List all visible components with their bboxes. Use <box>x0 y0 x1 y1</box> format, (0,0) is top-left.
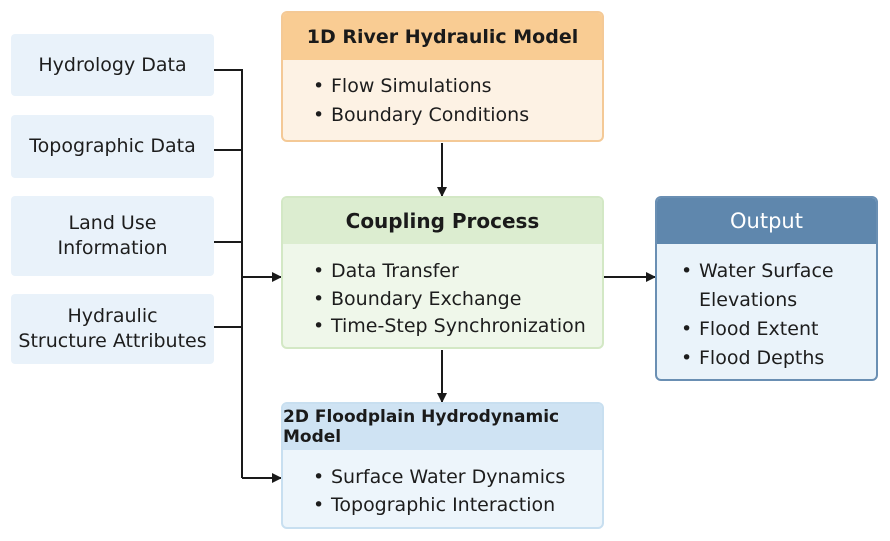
hydraulic-model-title: 1D River Hydraulic Model <box>283 13 602 60</box>
coupling-process-title: Coupling Process <box>283 198 602 244</box>
list-item: Data Transfer <box>313 258 602 286</box>
coupling-process-card: Coupling Process Data Transfer Boundary … <box>281 196 604 349</box>
input-hydrology-data: Hydrology Data <box>11 34 214 96</box>
list-item: Boundary Exchange <box>313 286 602 314</box>
floodplain-model-title: 2D Floodplain Hydrodynamic Model <box>283 404 602 450</box>
hydraulic-model-list: Flow Simulations Boundary Conditions <box>283 60 602 130</box>
list-item: Surface Water Dynamics <box>313 463 602 491</box>
list-item: Flow Simulations <box>313 72 602 101</box>
list-item: Time-Step Synchronization <box>313 313 602 341</box>
input-topographic-data: Topographic Data <box>11 115 214 178</box>
input-label: Hydrology Data <box>38 53 187 76</box>
coupling-process-list: Data Transfer Boundary Exchange Time-Ste… <box>283 244 602 341</box>
output-title: Output <box>657 198 876 244</box>
input-label: Hydraulic Structure Attributes <box>18 305 207 352</box>
list-item: Flood Depths <box>681 344 876 373</box>
output-list: Water Surface Elevations Flood Extent Fl… <box>657 244 876 373</box>
list-item: Water Surface Elevations <box>681 257 876 315</box>
floodplain-model-list: Surface Water Dynamics Topographic Inter… <box>283 450 602 519</box>
input-label: Topographic Data <box>29 135 196 157</box>
input-label: Land Use Information <box>57 212 168 259</box>
list-item: Flood Extent <box>681 315 876 344</box>
input-hydraulic-structure-attributes: Hydraulic Structure Attributes <box>11 294 214 364</box>
input-land-use-information: Land Use Information <box>11 196 214 276</box>
list-item: Boundary Conditions <box>313 101 602 130</box>
floodplain-model-card: 2D Floodplain Hydrodynamic Model Surface… <box>281 402 604 529</box>
output-card: Output Water Surface Elevations Flood Ex… <box>655 196 878 381</box>
hydraulic-model-card: 1D River Hydraulic Model Flow Simulation… <box>281 11 604 142</box>
list-item: Topographic Interaction <box>313 491 602 519</box>
